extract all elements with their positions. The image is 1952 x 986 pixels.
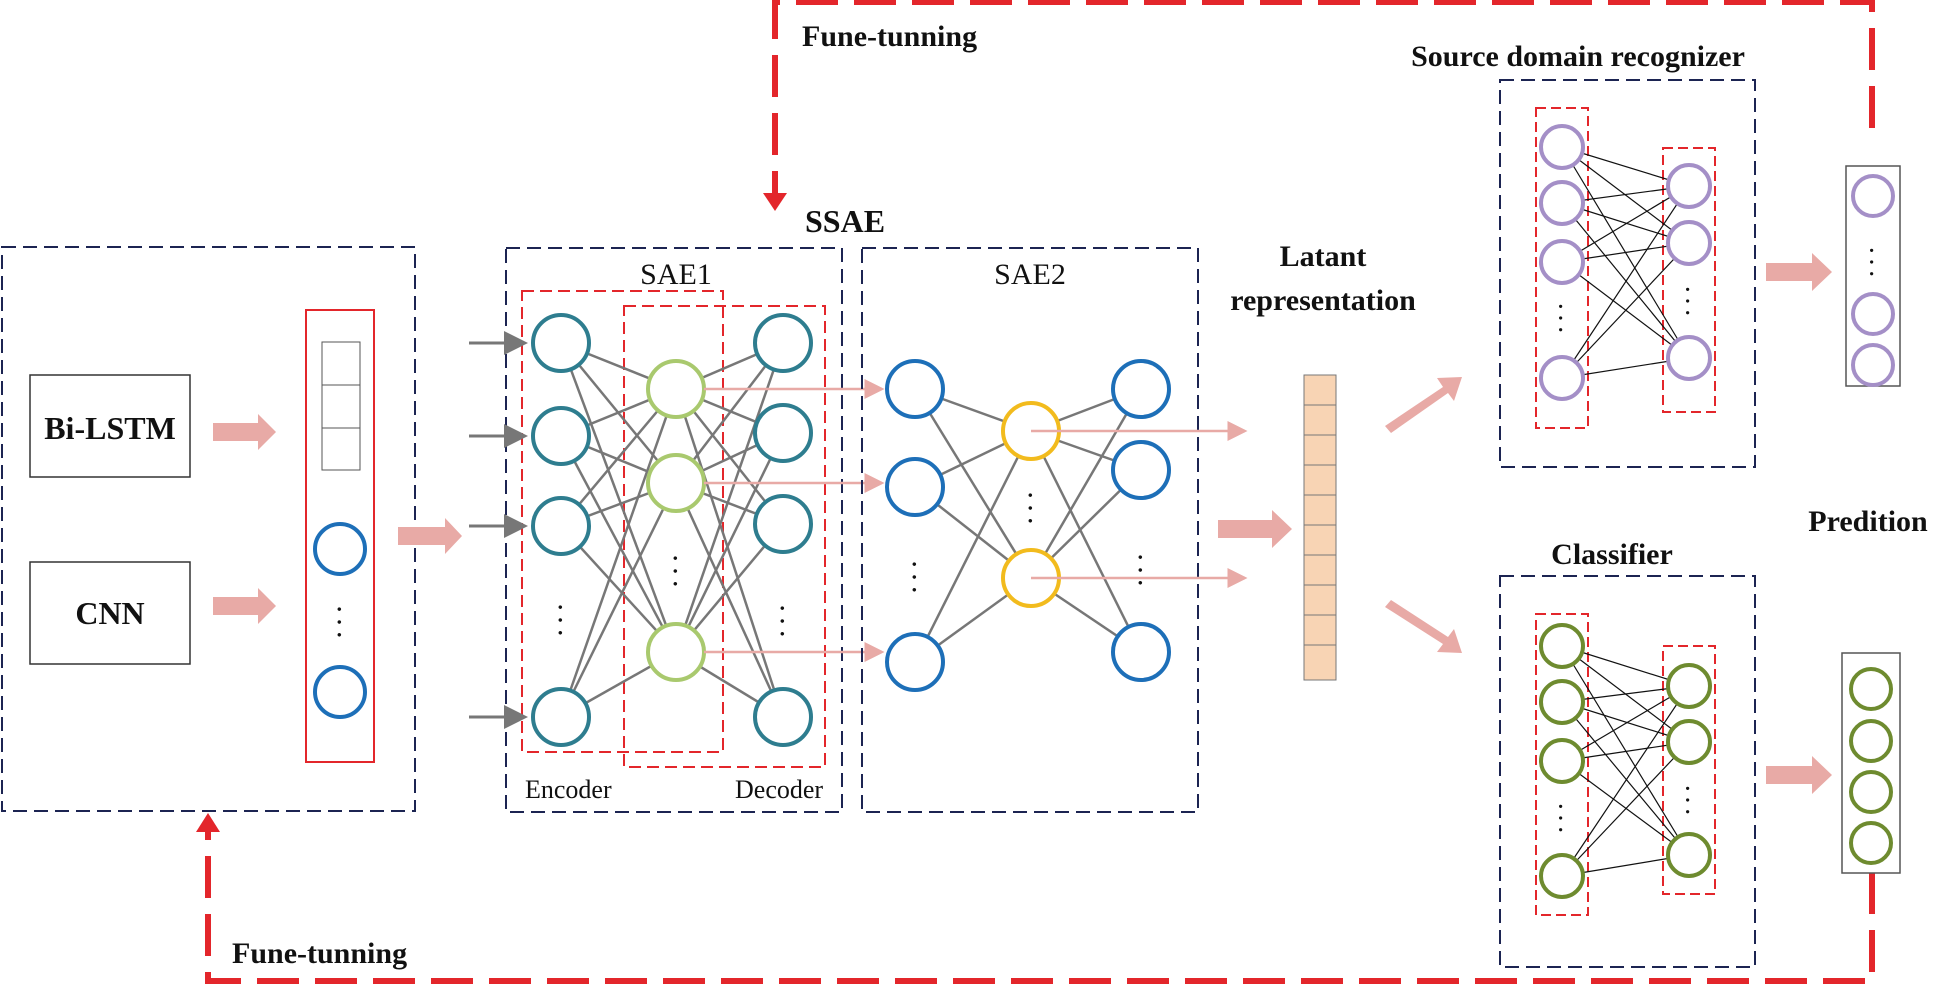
svg-text:· · ·: · · · bbox=[1018, 491, 1043, 524]
latent-title-line2: representation bbox=[1230, 284, 1416, 317]
concat-vector: · · · bbox=[305, 309, 375, 763]
sae1-input-neurons bbox=[531, 313, 591, 747]
cnn-label: CNN bbox=[75, 595, 144, 631]
concat-to-ssae-arrow bbox=[398, 518, 462, 554]
ssae-title: SSAE bbox=[805, 203, 885, 239]
prediction-output-vector bbox=[1841, 652, 1901, 874]
bilstm-label: Bi-LSTM bbox=[44, 410, 176, 446]
bilstm-to-concat-arrow bbox=[213, 414, 276, 450]
latent-to-classifier-arrow bbox=[1385, 600, 1462, 653]
svg-text:· · ·: · · · bbox=[1860, 247, 1882, 277]
svg-text:· · ·: · · · bbox=[327, 605, 352, 638]
latent-to-source-arrow bbox=[1385, 377, 1462, 433]
sae2-title: SAE2 bbox=[994, 258, 1066, 291]
svg-text:· · ·: · · · bbox=[1549, 303, 1571, 333]
encoder-group bbox=[521, 290, 724, 753]
predition-title: Predition bbox=[1808, 505, 1928, 538]
source-hidden-group bbox=[1662, 147, 1716, 413]
latent-title-line1: Latant bbox=[1280, 240, 1367, 273]
ssae-to-latent-arrow bbox=[1218, 510, 1292, 548]
classifier-connections bbox=[1561, 645, 1691, 877]
svg-text:· · ·: · · · bbox=[1676, 286, 1698, 316]
sae2-output-neurons bbox=[1111, 359, 1171, 682]
classifier-box bbox=[1499, 575, 1756, 968]
source-input-group bbox=[1535, 107, 1589, 429]
source-hidden-neurons bbox=[1666, 163, 1712, 381]
source-to-output-arrow bbox=[1766, 253, 1832, 291]
svg-text:· · ·: · · · bbox=[770, 604, 795, 637]
sae1-title: SAE1 bbox=[640, 258, 712, 291]
decoder-label: Decoder bbox=[735, 775, 823, 804]
sae1-input-arrows bbox=[469, 331, 528, 729]
encoder-label: Encoder bbox=[525, 775, 612, 804]
classifier-title: Classifier bbox=[1551, 538, 1673, 571]
source-domain-title: Source domain recognizer bbox=[1411, 40, 1745, 73]
classifier-hidden-neurons bbox=[1666, 663, 1712, 878]
svg-text:· · ·: · · · bbox=[1128, 553, 1153, 586]
finetune-bottom-label: Fune-tunning bbox=[232, 937, 407, 970]
svg-text:· · ·: · · · bbox=[1549, 803, 1571, 833]
classifier-input-neurons bbox=[1539, 623, 1585, 899]
svg-text:· · ·: · · · bbox=[663, 554, 688, 587]
finetune-top-label: Fune-tunning bbox=[802, 20, 977, 53]
sae2-to-latent-arrows bbox=[1031, 421, 1248, 588]
classifier-to-output-arrow bbox=[1766, 756, 1832, 794]
source-domain-box bbox=[1499, 79, 1756, 468]
source-input-neurons bbox=[1539, 124, 1585, 401]
sae1-to-sae2-arrows bbox=[704, 379, 885, 662]
svg-text:· · ·: · · · bbox=[1676, 785, 1698, 815]
source-output-vector: · · · bbox=[1845, 165, 1901, 387]
classifier-input-group bbox=[1535, 613, 1589, 916]
finetune-loop-top bbox=[763, 0, 1875, 211]
sae2-input-neurons bbox=[885, 359, 945, 692]
sae1-output-neurons bbox=[753, 313, 813, 747]
finetune-loop-bottom bbox=[196, 813, 1875, 984]
bilstm-box bbox=[29, 374, 191, 478]
cnn-box bbox=[29, 561, 191, 665]
cnn-to-concat-arrow bbox=[213, 588, 276, 624]
sae2-box bbox=[861, 247, 1199, 813]
svg-text:· · ·: · · · bbox=[548, 603, 573, 636]
latent-vector bbox=[1303, 374, 1337, 681]
sae1-hidden-neurons bbox=[646, 359, 706, 682]
decoder-group bbox=[623, 305, 826, 768]
svg-text:· · ·: · · · bbox=[902, 560, 927, 593]
